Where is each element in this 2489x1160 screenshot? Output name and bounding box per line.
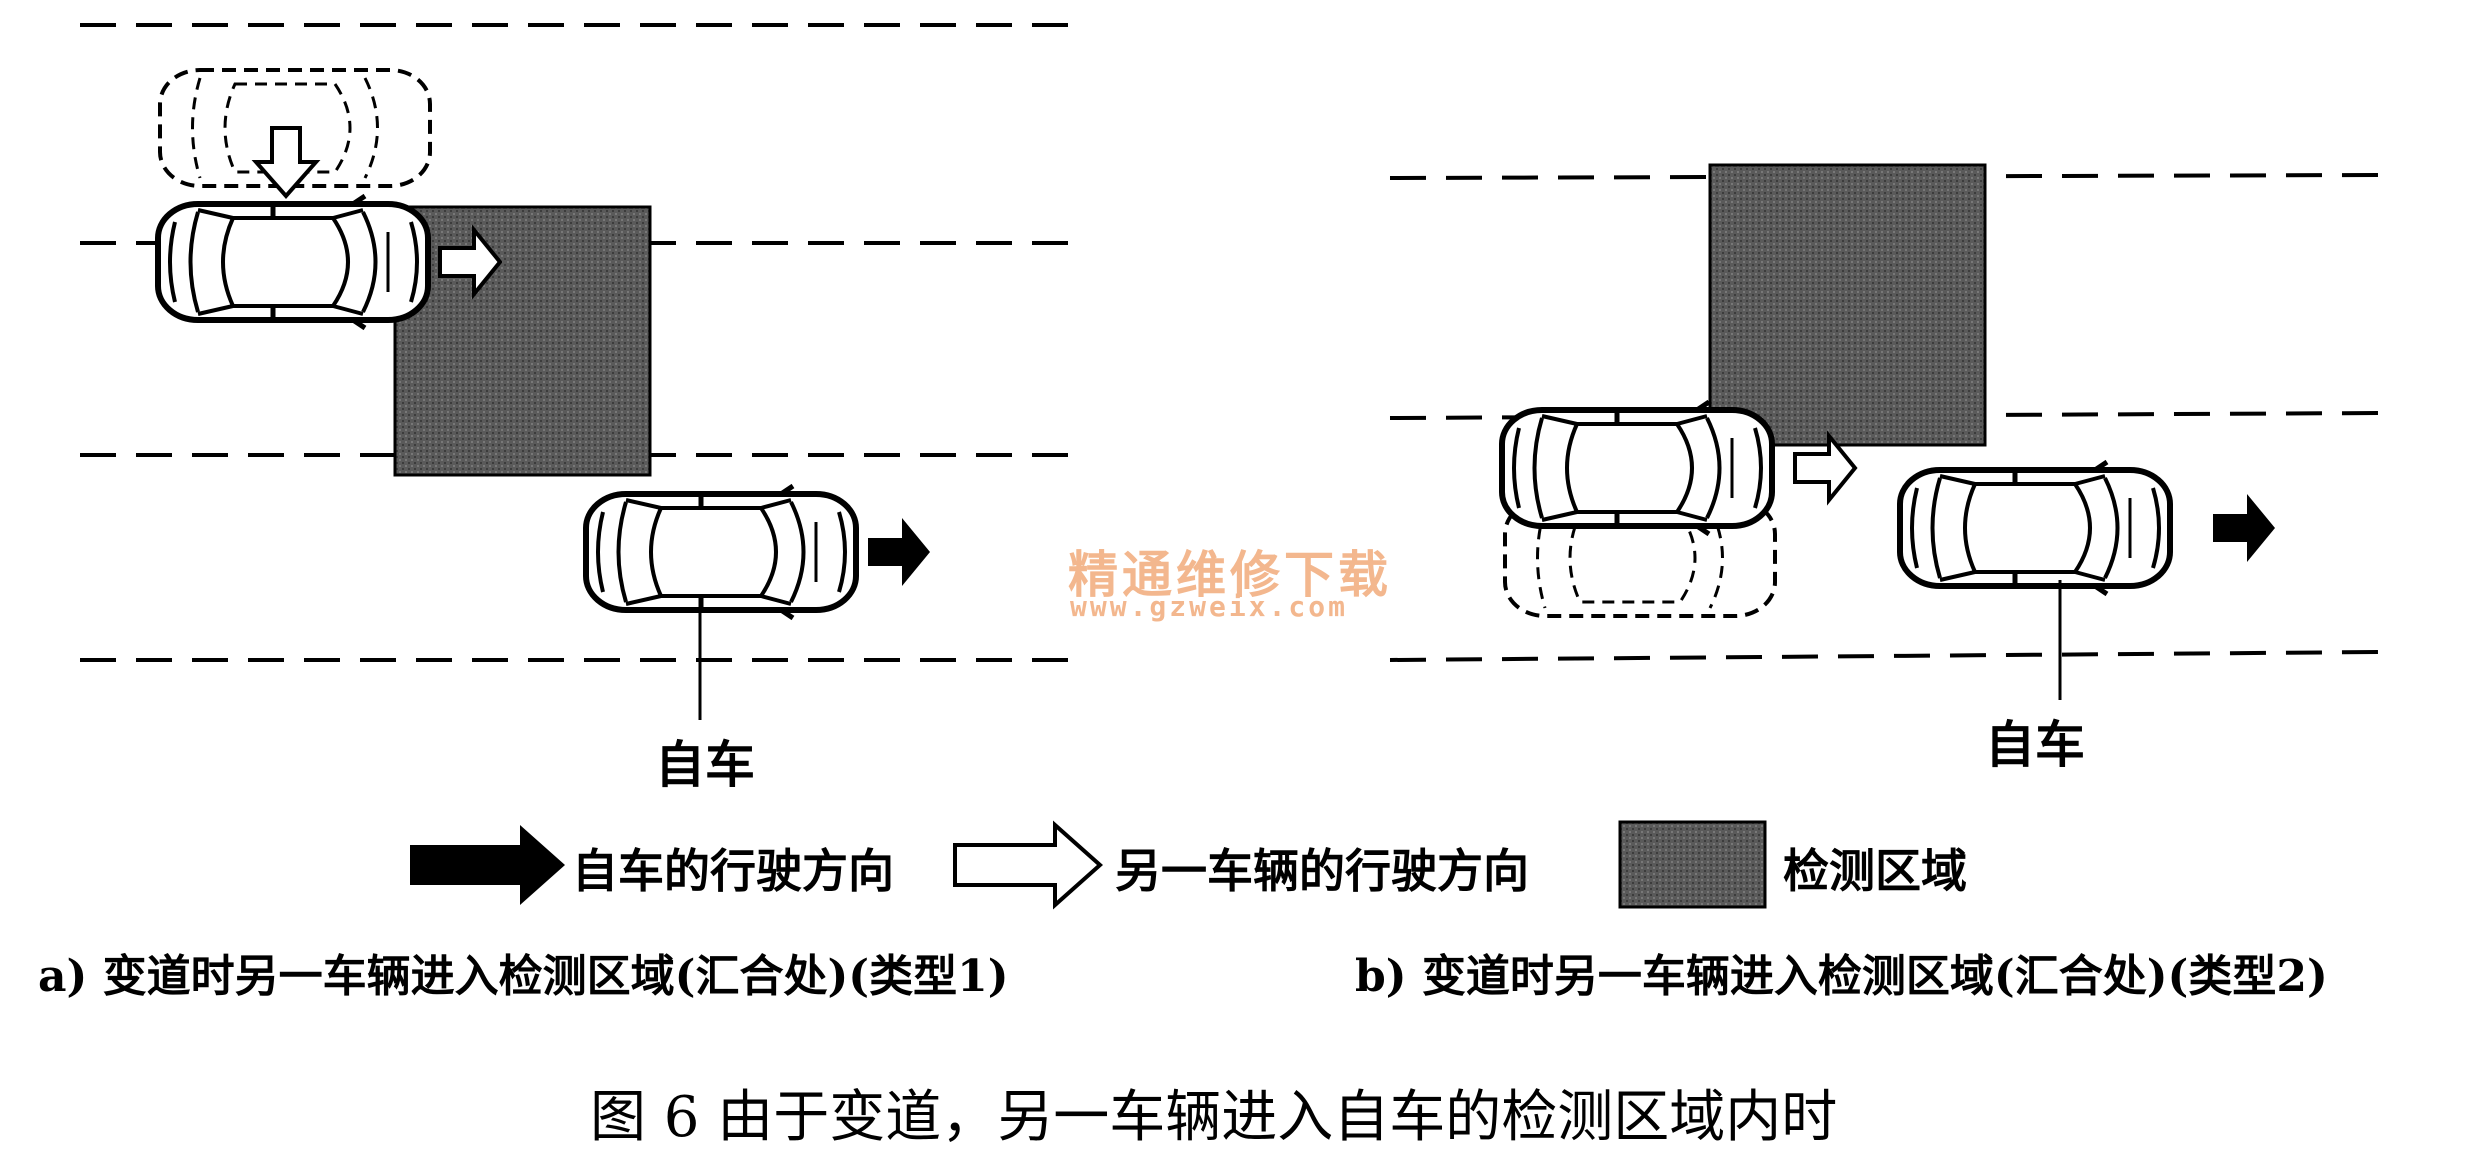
ego-car-a xyxy=(586,486,856,618)
lane-line xyxy=(1389,650,2381,662)
ego-label-a: 自车 xyxy=(655,736,755,794)
detection-area-b xyxy=(1708,163,1987,447)
legend-ego-label: 自车的行驶方向 xyxy=(572,844,894,898)
detection-area-a xyxy=(393,205,652,477)
watermark-url: www.gzweix.com xyxy=(1070,590,1349,623)
figure-caption: 图 6 由于变道，另一车辆进入自车的检测区域内时 xyxy=(590,1085,1838,1150)
legend xyxy=(410,820,1767,910)
panel-a xyxy=(80,23,1070,720)
ego-direction-arrow-a xyxy=(868,518,930,586)
ego-label-b: 自车 xyxy=(1985,716,2085,774)
legend-other-arrow xyxy=(953,820,1104,910)
ego-car-b xyxy=(1900,462,2170,594)
panel-b xyxy=(1389,163,2381,700)
lane-change-arrow-a xyxy=(251,126,321,200)
other-car-a xyxy=(158,196,428,328)
legend-ego-arrow xyxy=(410,825,565,905)
watermark-text: 精通维修下载 xyxy=(1068,546,1392,604)
other-car-b xyxy=(1502,402,1772,534)
legend-detection-label: 检测区域 xyxy=(1783,844,1967,898)
legend-other-label: 另一车辆的行驶方向 xyxy=(1115,844,1529,898)
ego-direction-arrow-b xyxy=(2213,494,2275,562)
caption-a: a) 变道时另一车辆进入检测区域(汇合处)(类型1) xyxy=(38,951,1009,1002)
caption-b: b) 变道时另一车辆进入检测区域(汇合处)(类型2) xyxy=(1355,951,2328,1002)
legend-detection-swatch xyxy=(1618,820,1767,909)
